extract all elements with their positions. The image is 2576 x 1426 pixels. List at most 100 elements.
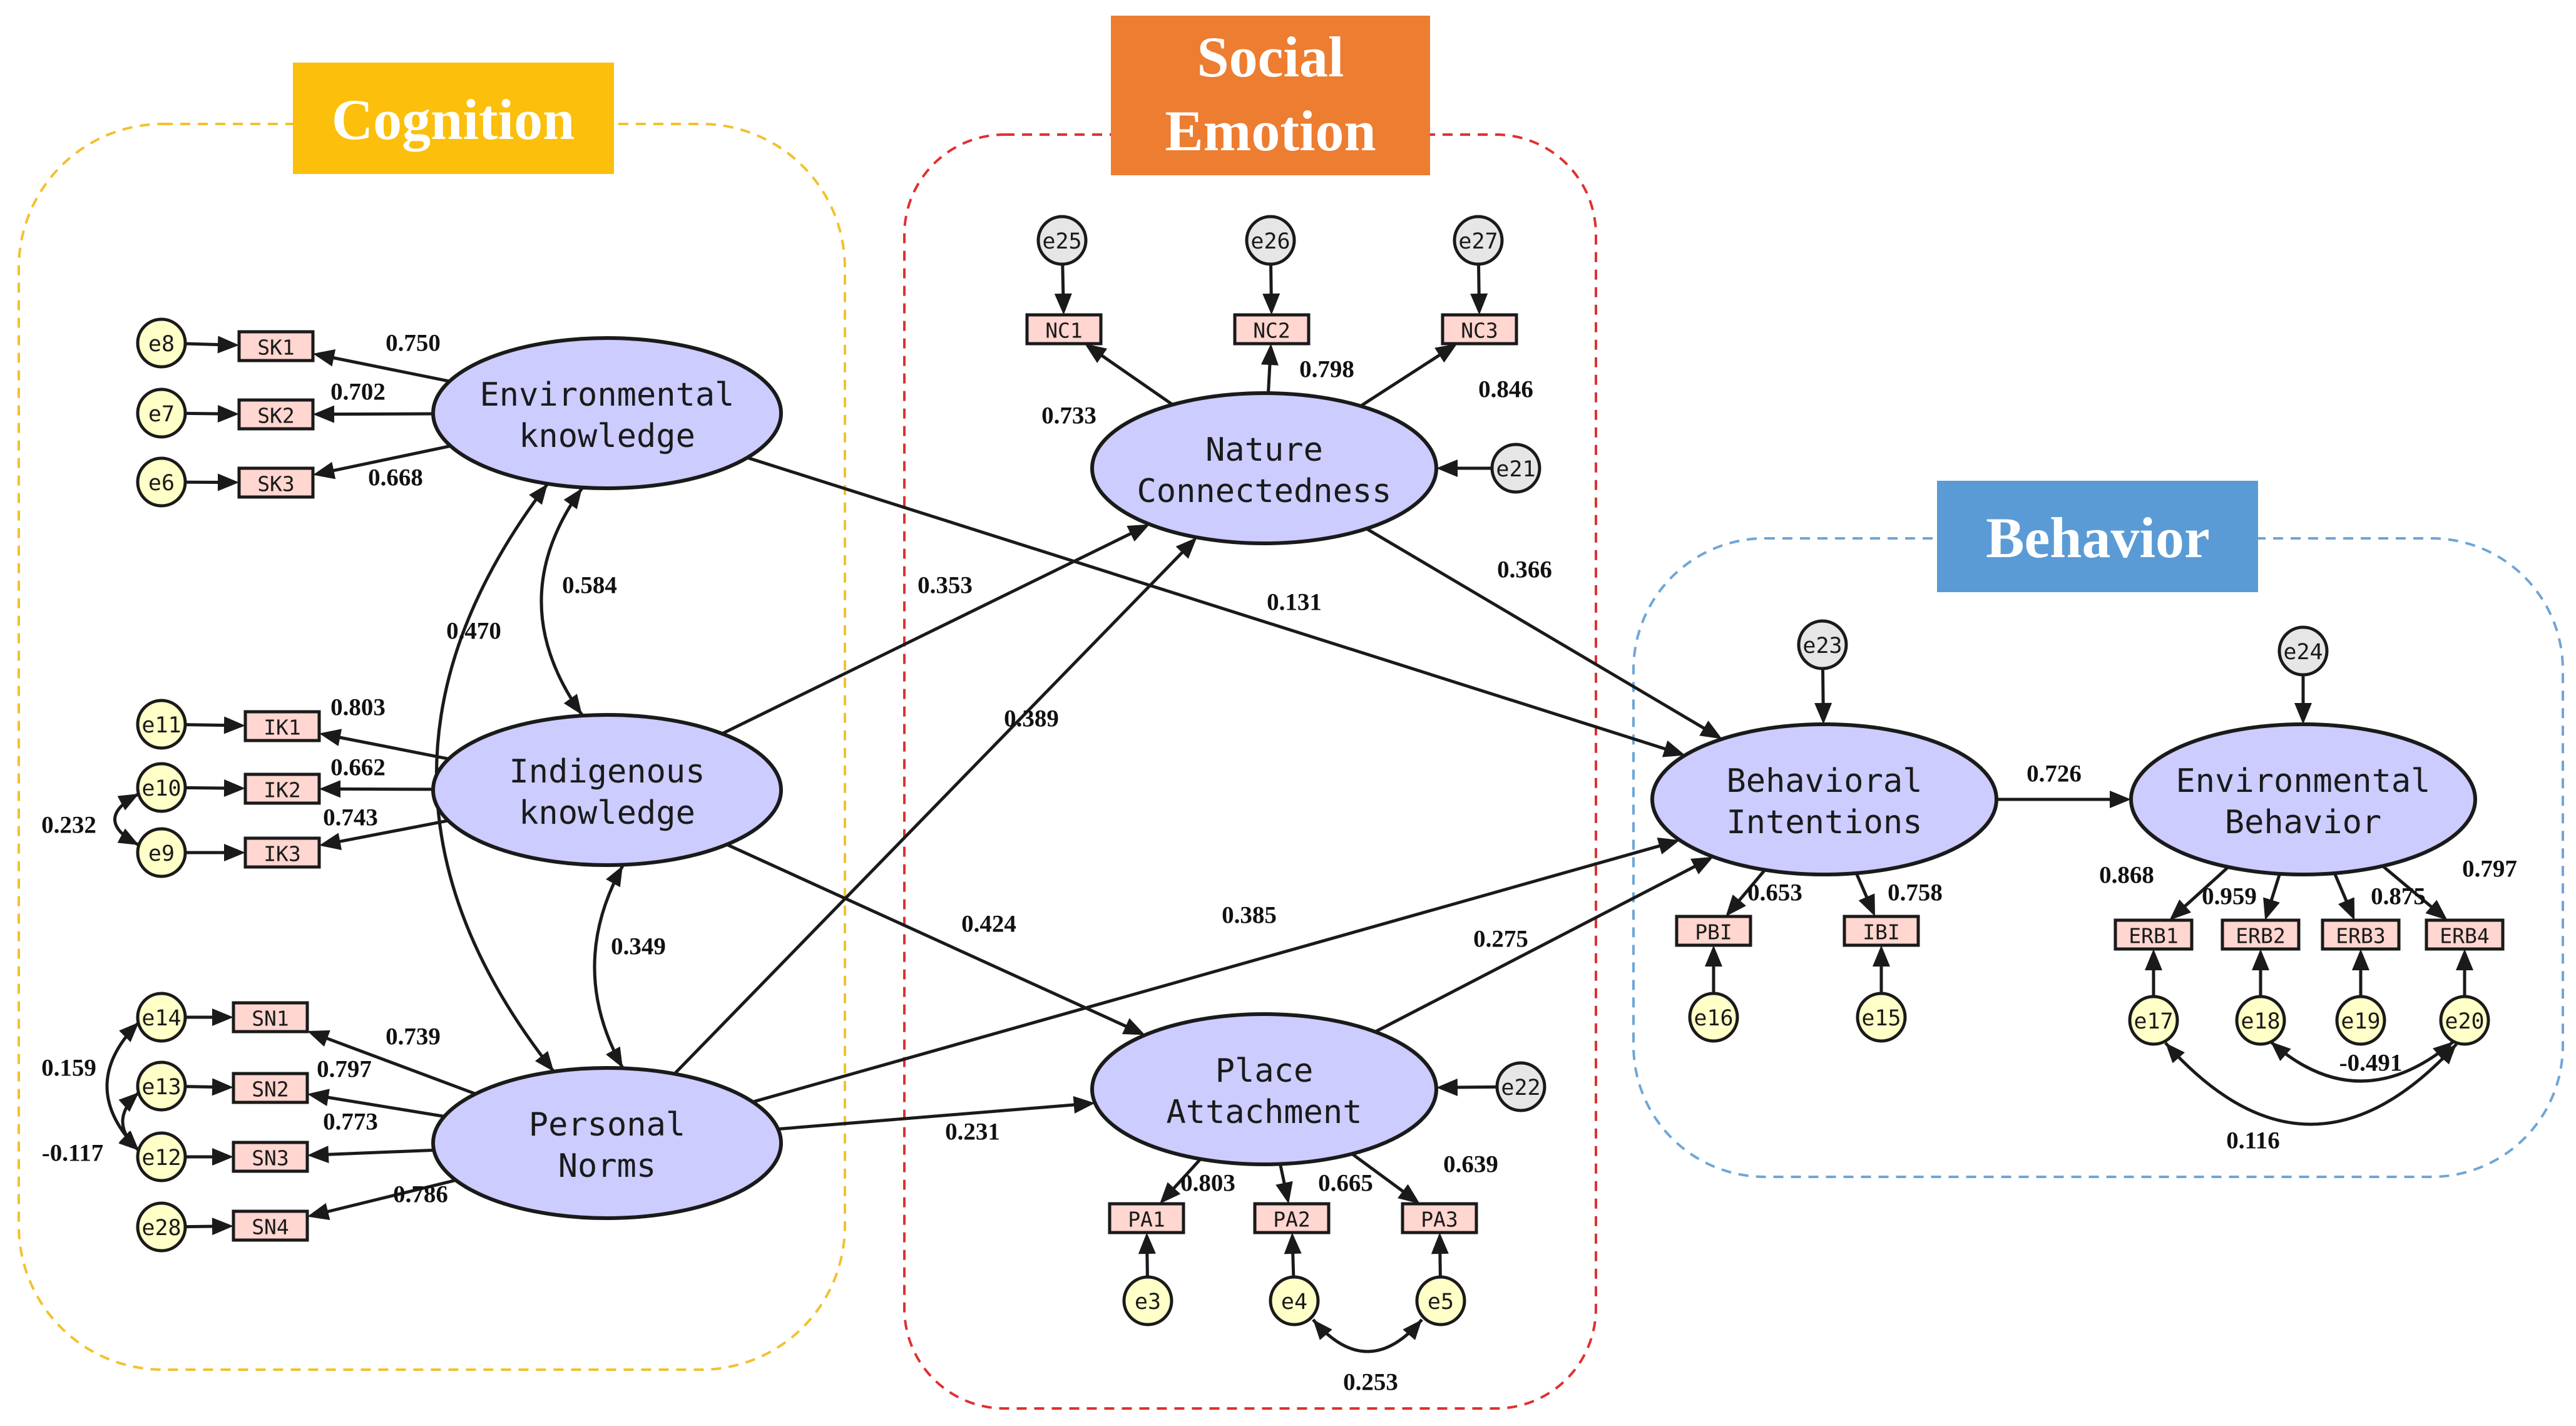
loading-nc-nc2 xyxy=(1260,344,1279,394)
loading-ek-sk2 xyxy=(313,405,434,423)
indicator-erb1-label: ERB1 xyxy=(2129,924,2178,948)
indicator-pa2-label: PA2 xyxy=(1273,1208,1311,1232)
indicator-erb4-label: ERB4 xyxy=(2440,924,2489,948)
error-e11: e11 xyxy=(136,699,187,750)
svg-text:Behavior: Behavior xyxy=(1986,506,2210,570)
loading-pn-sn3 xyxy=(307,1146,434,1164)
error-e9-label: e9 xyxy=(148,841,175,866)
error-arrow-e11 xyxy=(185,716,245,734)
error-e25: e25 xyxy=(1036,215,1088,266)
error-e12-label: e12 xyxy=(141,1146,181,1171)
error-e23-label: e23 xyxy=(1802,633,1842,659)
indicator-ik3: IK3 xyxy=(243,836,321,869)
latent-pn-label-line2: Norms xyxy=(558,1147,657,1185)
loading-nc-nc1 xyxy=(1085,344,1174,406)
cov-ik-pn xyxy=(593,864,625,1069)
indicator-erb3: ERB3 xyxy=(2321,918,2401,951)
path-label-bi-eb: 0.726 xyxy=(2027,761,2082,787)
path-pn-pa xyxy=(777,1095,1095,1131)
loading-pn-sn4 xyxy=(307,1178,456,1221)
path-nc-bi xyxy=(1366,527,1722,739)
indicator-nc3-label: NC3 xyxy=(1461,319,1498,343)
loading-eb-erb1 xyxy=(2169,866,2230,920)
indicator-nc2-label: NC2 xyxy=(1253,319,1291,343)
error-arrow-e16 xyxy=(1705,945,1722,993)
error-arrow-e8 xyxy=(185,336,239,354)
loading-label-sk3: 0.668 xyxy=(368,464,423,491)
cov-e4-e5 xyxy=(1312,1318,1423,1353)
indicator-nc2: NC2 xyxy=(1233,313,1311,346)
latent-pa-label-line2: Attachment xyxy=(1166,1094,1362,1131)
social-emotion-title: Social Emotion xyxy=(1111,16,1430,175)
error-e27: e27 xyxy=(1453,215,1504,266)
path-pn-bi xyxy=(752,837,1680,1104)
indicator-ik2-label: IK2 xyxy=(263,778,301,803)
error-e12: e12 xyxy=(136,1131,187,1182)
path-label-pn-pa: 0.231 xyxy=(945,1119,1000,1146)
cov-label-e18-e20: -0.491 xyxy=(2339,1050,2403,1077)
error-e8-label: e8 xyxy=(148,332,175,357)
cov-e17-e20 xyxy=(2164,1042,2458,1126)
error-e21: e21 xyxy=(1490,443,1541,494)
error-e4-label: e4 xyxy=(1281,1290,1307,1315)
indicator-ibi: IBI xyxy=(1843,915,1920,947)
error-e26-label: e26 xyxy=(1250,229,1290,254)
error-e3-label: e3 xyxy=(1135,1290,1161,1315)
error-e26: e26 xyxy=(1245,215,1296,266)
path-pn-nc xyxy=(673,537,1197,1075)
loading-label-ik2: 0.662 xyxy=(330,754,386,781)
svg-text:Cognition: Cognition xyxy=(332,88,575,151)
error-e11-label: e11 xyxy=(141,713,181,738)
indicator-ik1: IK1 xyxy=(243,710,321,742)
loading-pn-sn1 xyxy=(307,1030,476,1095)
loading-ek-sk3 xyxy=(313,444,451,480)
cov-label-ek-ik: 0.584 xyxy=(562,572,617,599)
svg-text:Social: Social xyxy=(1197,25,1344,89)
loading-eb-erb3 xyxy=(2333,872,2355,920)
path-label-pn-nc: 0.389 xyxy=(1004,705,1059,732)
latent-eb-label-line1: Environmental xyxy=(2176,762,2431,800)
loading-label-sn1: 0.739 xyxy=(386,1023,441,1050)
error-e14-label: e14 xyxy=(141,1006,181,1031)
indicator-pa3-label: PA3 xyxy=(1421,1208,1458,1232)
error-arrow-e12 xyxy=(185,1148,233,1166)
error-e22: e22 xyxy=(1495,1061,1546,1112)
error-e13: e13 xyxy=(136,1060,187,1112)
error-e15-label: e15 xyxy=(1861,1006,1901,1031)
latent-eb-label-line2: Behavior xyxy=(2225,804,2381,841)
error-arrow-e4 xyxy=(1284,1233,1302,1278)
error-e23: e23 xyxy=(1797,619,1848,670)
loading-ek-sk1 xyxy=(313,349,450,383)
cov-label-e13-e12: -0.117 xyxy=(42,1140,104,1167)
loading-label-ik3: 0.743 xyxy=(323,804,378,831)
error-e20: e20 xyxy=(2439,995,2490,1046)
loading-pa-pa3 xyxy=(1351,1152,1420,1204)
error-arrow-e22 xyxy=(1436,1078,1498,1096)
error-e19-label: e19 xyxy=(2341,1009,2380,1034)
error-e6: e6 xyxy=(136,456,187,508)
behavior-title: Behavior xyxy=(1937,481,2258,592)
path-label-nc-bi: 0.366 xyxy=(1497,557,1552,583)
error-arrow-e19 xyxy=(2352,949,2369,997)
indicator-sn2: SN2 xyxy=(232,1072,309,1104)
error-arrow-e3 xyxy=(1138,1233,1156,1278)
error-arrow-e10 xyxy=(185,779,245,798)
loading-label-ik1: 0.803 xyxy=(330,694,386,721)
loading-ik-ik2 xyxy=(319,780,434,798)
edges-layer xyxy=(105,264,2473,1353)
loading-label-erb1: 0.868 xyxy=(2099,862,2154,889)
indicator-pa1-label: PA1 xyxy=(1128,1208,1165,1232)
nodes-layer: EnvironmentalknowledgeIndigenousknowledg… xyxy=(136,215,2505,1326)
error-e24: e24 xyxy=(2277,625,2329,677)
error-arrow-e5 xyxy=(1431,1233,1449,1278)
indicator-erb1: ERB1 xyxy=(2113,918,2194,951)
path-label-ik-pa: 0.424 xyxy=(961,911,1016,938)
error-arrow-e25 xyxy=(1054,264,1072,315)
indicator-sn4: SN4 xyxy=(232,1209,309,1242)
error-e17-label: e17 xyxy=(2134,1009,2173,1034)
error-e28: e28 xyxy=(136,1201,187,1253)
